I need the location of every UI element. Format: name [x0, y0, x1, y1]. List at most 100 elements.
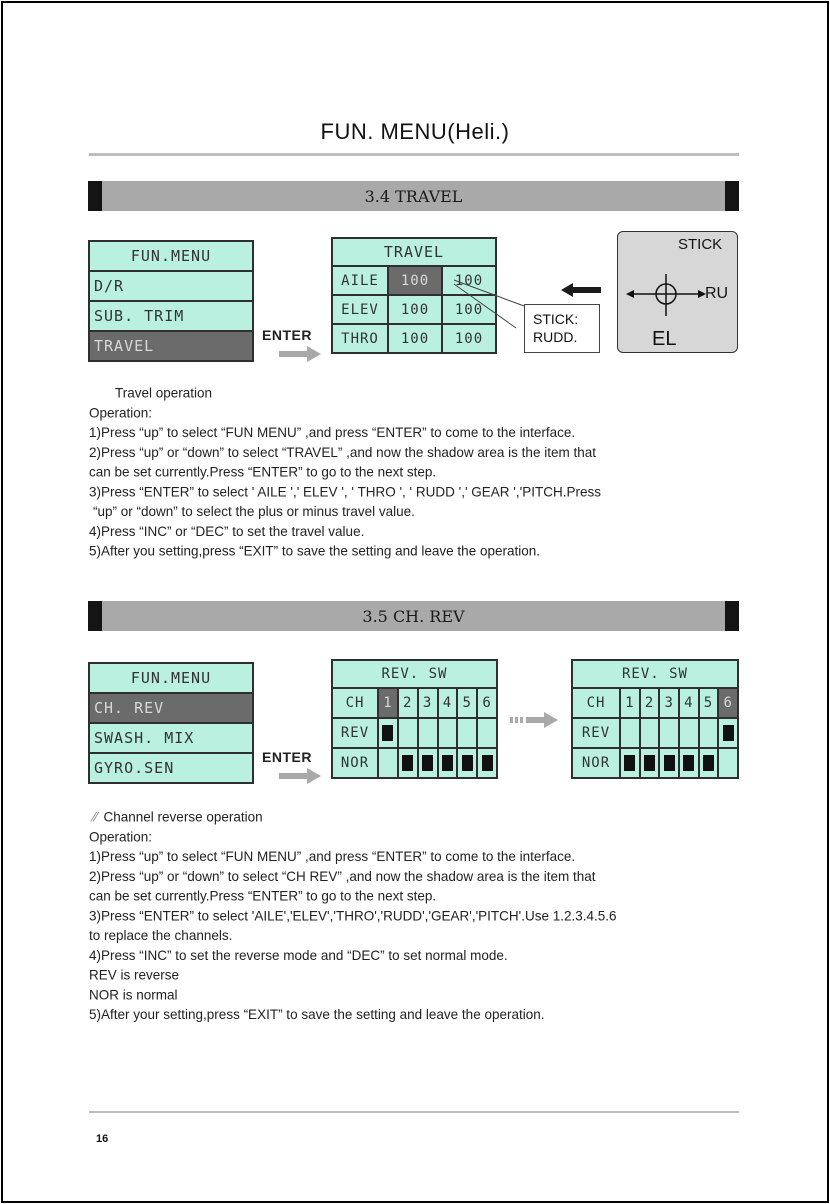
travel-row-channel: AILE [333, 267, 387, 294]
chrev-instructions: ⁄⁄Channel reverse operation Operation: 1… [89, 807, 744, 1024]
left-arrow-icon [561, 283, 601, 297]
pen-icon: ⁄⁄ [93, 809, 98, 825]
channel-cell-2[interactable]: 2 [398, 689, 417, 717]
dashed-arrow-icon [510, 712, 558, 728]
travel-screen-title: TRAVEL [333, 239, 495, 265]
chrev-step: 4)Press “INC” to set the reverse mode an… [89, 947, 508, 963]
travel-value-left[interactable]: 100 [389, 267, 441, 294]
rev-cell-2[interactable] [398, 719, 417, 747]
callout-line-2: RUDD. [533, 329, 578, 345]
stick-el-label: EL [652, 328, 677, 350]
row-label-rev: REV [333, 719, 377, 747]
chrev-step: 2)Press “up” or “down” to select “CH REV… [89, 868, 596, 884]
rev-cell-4[interactable] [438, 719, 457, 747]
travel-row-channel: THRO [333, 325, 387, 352]
nor-cell-4[interactable] [438, 749, 457, 777]
page-title: FUN. MENU(Heli.) [320, 119, 510, 144]
travel-step: 2)Press “up” or “down” to select “TRAVEL… [89, 444, 596, 460]
chrev-step: REV is reverse [89, 967, 180, 983]
row-label-nor: NOR [573, 749, 619, 777]
enter-label-travel: ENTER [262, 327, 312, 343]
channel-cell-4[interactable]: 4 [679, 689, 698, 717]
channel-cell-2[interactable]: 2 [640, 689, 659, 717]
menu-item-sub-trim[interactable]: SUB. TRIM [90, 302, 252, 330]
nor-cell-3[interactable] [418, 749, 437, 777]
nor-marker [702, 755, 714, 771]
nor-marker [683, 755, 695, 771]
nor-cell-6[interactable] [719, 749, 737, 777]
channel-cell-5[interactable]: 5 [699, 689, 718, 717]
nor-marker [422, 755, 434, 771]
stick-rudd-callout: STICK: RUDD. [524, 304, 600, 353]
travel-value-right[interactable]: 100 [443, 296, 495, 323]
nor-cell-1[interactable] [621, 749, 639, 777]
nor-marker [643, 755, 655, 771]
rev-cell-6[interactable] [478, 719, 496, 747]
channel-cell-4[interactable]: 4 [438, 689, 457, 717]
menu-item-travel[interactable]: TRAVEL [90, 332, 252, 360]
travel-row-channel: ELEV [333, 296, 387, 323]
travel-value-right[interactable]: 100 [443, 267, 495, 294]
fun-menu-title: FUN.MENU [90, 242, 252, 270]
rev-cell-5[interactable] [699, 719, 718, 747]
nor-marker [461, 755, 473, 771]
travel-grid: AILE 100 100 ELEV 100 100 THRO 100 100 [331, 265, 497, 354]
title-rule [89, 153, 739, 156]
rev-cell-1[interactable] [379, 719, 397, 747]
nor-cell-1[interactable] [379, 749, 397, 777]
channel-cell-1[interactable]: 1 [379, 689, 397, 717]
rev-cell-1[interactable] [621, 719, 639, 747]
rev-cell-4[interactable] [679, 719, 698, 747]
channel-cell-3[interactable]: 3 [418, 689, 437, 717]
travel-step: 3)Press “ENTER” to select ' AILE ',' ELE… [89, 483, 601, 500]
menu-item-swash-mix[interactable]: SWASH. MIX [90, 724, 252, 752]
channel-cell-3[interactable]: 3 [660, 689, 678, 717]
nor-cell-2[interactable] [398, 749, 417, 777]
chrev-step: NOR is normal [89, 986, 178, 1003]
nor-marker [402, 755, 414, 771]
travel-intro: Travel operation [115, 385, 213, 401]
menu-item-dr[interactable]: D/R [90, 272, 252, 300]
travel-value-left[interactable]: 100 [389, 296, 441, 323]
stick-panel: STICK RU EL [617, 231, 738, 353]
rev-cell-3[interactable] [418, 719, 437, 747]
rev-cell-2[interactable] [640, 719, 659, 747]
chrev-intro: ⁄⁄Channel reverse operation [89, 807, 744, 827]
travel-step: 4)Press “INC” or “DEC” to set the travel… [89, 523, 365, 539]
nor-marker [663, 755, 675, 771]
travel-value-right[interactable]: 100 [443, 325, 495, 352]
rev-marker [382, 725, 394, 741]
menu-item-gyro-sen[interactable]: GYRO.SEN [90, 754, 252, 782]
nor-cell-2[interactable] [640, 749, 659, 777]
travel-value-left[interactable]: 100 [389, 325, 441, 352]
chrev-step: 1)Press “up” to select “FUN MENU” ,and p… [89, 848, 576, 865]
channel-cell-6[interactable]: 6 [478, 689, 496, 717]
travel-step: 5)After you setting,press “EXIT” to save… [89, 543, 540, 559]
channel-cell-1[interactable]: 1 [621, 689, 639, 717]
footer-rule [89, 1111, 739, 1113]
travel-step: 1)Press “up” to select “FUN MENU” ,and p… [89, 424, 576, 441]
rev-cell-6[interactable] [719, 719, 737, 747]
travel-screen: TRAVEL [331, 237, 497, 267]
nor-cell-5[interactable] [458, 749, 477, 777]
nor-cell-3[interactable] [660, 749, 678, 777]
channel-cell-6[interactable]: 6 [719, 689, 737, 717]
chrev-step: 5)After your setting,press “EXIT” to sav… [89, 1006, 545, 1023]
rev-cell-5[interactable] [458, 719, 477, 747]
nor-cell-6[interactable] [478, 749, 496, 777]
row-label-ch: CH [573, 689, 619, 717]
nor-cell-5[interactable] [699, 749, 718, 777]
section-heading-travel-label: 3.4 TRAVEL [364, 187, 463, 206]
rev-cell-3[interactable] [660, 719, 678, 747]
nor-cell-4[interactable] [679, 749, 698, 777]
enter-arrow-icon [279, 346, 321, 362]
stick-ru-label: RU [705, 285, 729, 302]
travel-operation-label: Operation: [89, 404, 153, 421]
channel-cell-5[interactable]: 5 [458, 689, 477, 717]
travel-step: “up” or “down” to select the plus or min… [93, 503, 415, 520]
section-heading-travel: 3.4 TRAVEL [88, 181, 739, 211]
menu-item-ch-rev[interactable]: CH. REV [90, 694, 252, 722]
rev-sw-title: REV. SW [333, 661, 496, 687]
